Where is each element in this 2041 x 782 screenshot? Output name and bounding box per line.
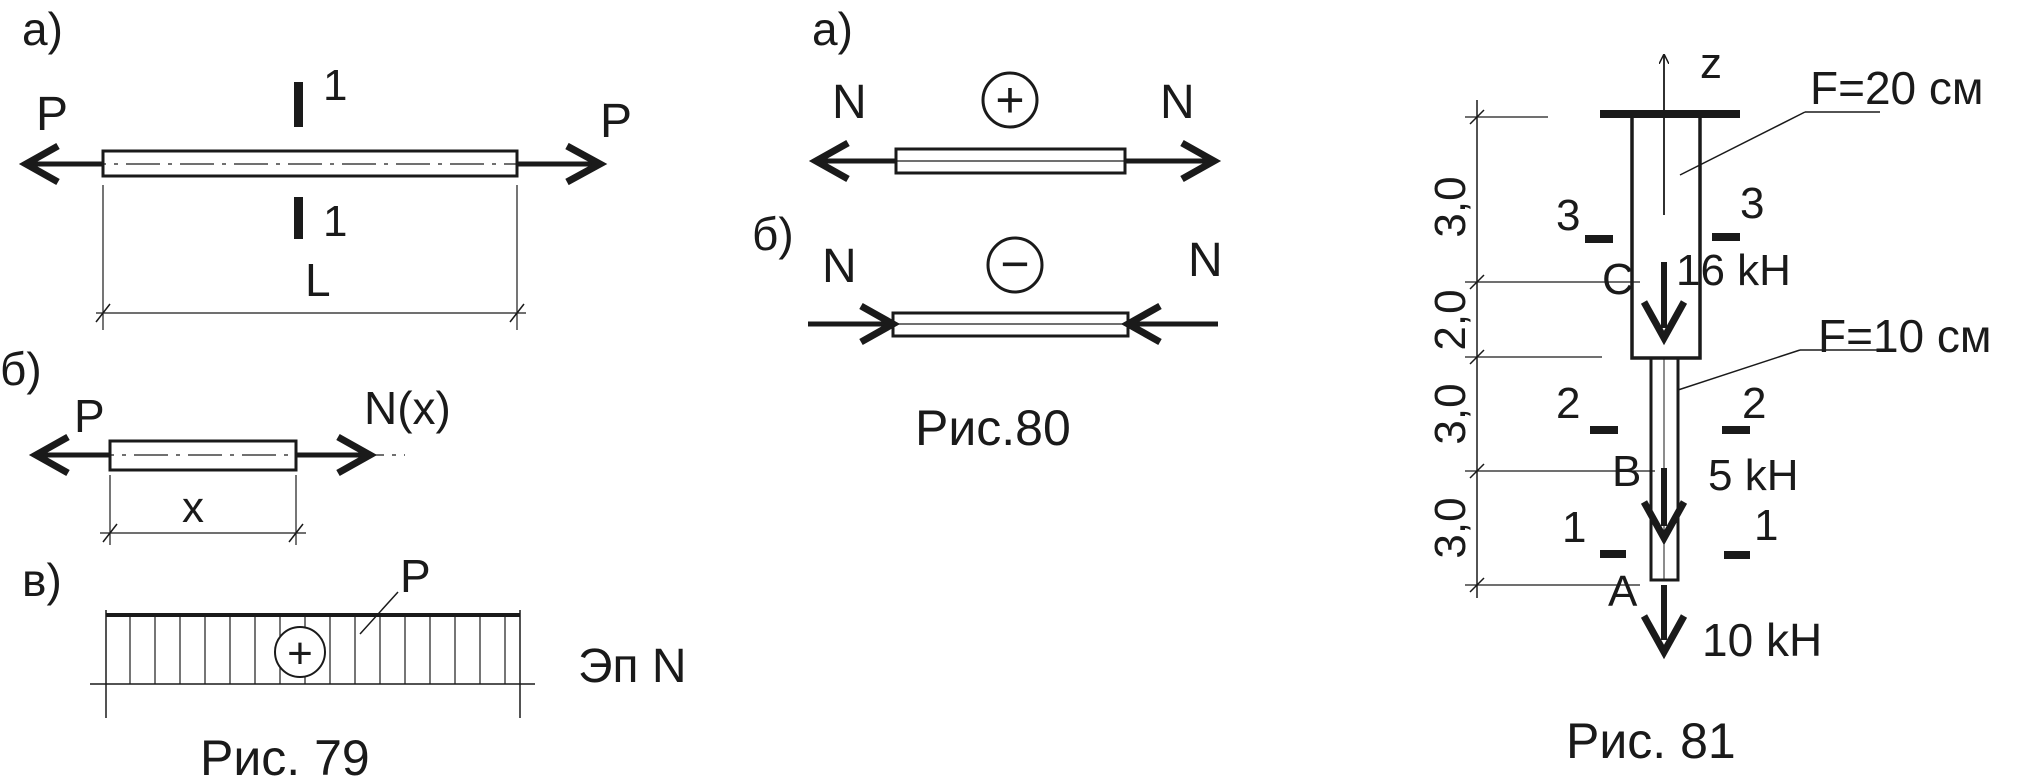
fig79-a-section-label-bottom: 1: [323, 197, 347, 246]
fig81-load-b-label: 5 kH: [1708, 451, 1798, 500]
fig79-panel-b: б) P N(x) x: [0, 343, 451, 545]
fig79-a-dimension-tick-left: [95, 303, 111, 323]
fig81-load-a-arrow: [1640, 585, 1688, 660]
fig79-v-sign: +: [287, 629, 313, 678]
fig79-a-arrow-left: [18, 142, 103, 186]
fig79-panel-a: а) P P 1 1 L: [18, 3, 632, 330]
fig79-v-diagram-title: Эп N: [578, 640, 687, 693]
fig80-caption: Рис.80: [915, 400, 1071, 456]
fig81-area-top-leader: [1679, 111, 1806, 176]
fig81-dimension-label-3: 3,0: [1426, 383, 1475, 444]
fig80-a-force-right-label: N: [1160, 76, 1195, 129]
fig79-a-length-label: L: [305, 254, 331, 306]
fig81-load-b-arrow: [1640, 468, 1688, 546]
fig81-section-2-left-mark: [1590, 426, 1618, 434]
fig81-section-3-left-label: 3: [1556, 191, 1580, 240]
fig81-point-a-label: A: [1608, 567, 1638, 616]
fig81-section-1-left-label: 1: [1562, 503, 1586, 552]
fig79-panel-v: в) + P Эп N: [22, 550, 687, 718]
fig81-dim-tick-4: [1469, 577, 1485, 593]
fig80-b-sign: −: [1000, 236, 1029, 292]
fig81-section-1-right-mark: [1724, 551, 1750, 559]
fig81-area-bottom-leader: [1677, 349, 1801, 391]
fig79-b-arrow-right: [296, 433, 378, 477]
fig79-b-dimension-tick-left: [102, 523, 118, 543]
fig81-dim-tick-0: [1469, 109, 1485, 125]
fig81-dim-tick-2: [1469, 349, 1485, 365]
fig79-v-leader-label: P: [400, 550, 431, 602]
fig80-b-force-left-label: N: [822, 240, 857, 293]
fig79-b-force-left-label: P: [74, 390, 105, 442]
fig81: z F=20 см F=10 см 3,0 2,0 3,0 3,0: [1426, 39, 1992, 769]
fig80-panel-b: − N N: [808, 234, 1223, 346]
fig80-a-force-left-label: N: [832, 76, 867, 129]
fig81-section-1-left-mark: [1600, 550, 1626, 558]
fig79-b-label: б): [0, 343, 42, 395]
fig79-v-sign-circle: [274, 626, 326, 678]
fig80-a-sign-circle: [981, 71, 1039, 129]
fig81-dimension-label-4: 3,0: [1426, 497, 1475, 558]
fig80-b-sign-circle: [986, 236, 1044, 294]
fig79-a-force-left-label: P: [36, 88, 68, 141]
fig79-v-leader-line: [359, 591, 399, 635]
fig80-a-arrow-left: [808, 139, 896, 183]
fig81-z-label: z: [1700, 39, 1722, 88]
fig81-dimension-label-2: 2,0: [1426, 289, 1475, 350]
fig80-b-arrow-right: [1120, 302, 1218, 346]
fig79-a-section-mark-bottom: [294, 197, 303, 239]
fig80: а) б) + N N − N N: [752, 3, 1223, 456]
fig81-section-1-right-label: 1: [1754, 501, 1778, 550]
fig81-dimension-label-1: 3,0: [1426, 176, 1475, 237]
fig81-section-3-left-mark: [1585, 235, 1613, 243]
fig81-section-3-right-mark: [1712, 233, 1740, 241]
fig79: а) P P 1 1 L б): [0, 3, 687, 782]
fig80-a-arrow-right: [1125, 139, 1222, 183]
fig81-load-a-label: 10 kH: [1702, 614, 1822, 666]
fig81-section-3-right-label: 3: [1740, 179, 1764, 228]
fig81-dim-tick-1: [1469, 274, 1485, 290]
fig80-b-label: б): [752, 208, 794, 260]
fig81-load-c-arrow: [1640, 262, 1688, 346]
fig79-a-force-right-label: P: [600, 95, 632, 148]
fig79-v-label: в): [22, 554, 62, 606]
fig81-dim-tick-3: [1469, 463, 1485, 479]
fig79-a-section-mark-top: [294, 82, 303, 127]
fig81-area-top-label: F=20 см: [1810, 62, 1984, 114]
fig81-caption: Рис. 81: [1566, 713, 1736, 769]
fig80-b-arrow-left: [808, 302, 901, 346]
fig81-section-2-right-label: 2: [1742, 379, 1766, 428]
fig81-area-bottom-label: F=10 см: [1818, 310, 1992, 362]
fig79-a-section-label-top: 1: [323, 61, 347, 110]
fig81-point-c-label: C: [1602, 255, 1634, 304]
fig80-a-label: а): [812, 3, 853, 55]
fig79-b-dimension-tick-right: [288, 523, 304, 543]
fig79-a-dimension-tick-right: [509, 303, 525, 323]
fig79-caption: Рис. 79: [200, 730, 370, 782]
fig81-load-c-label: 16 kH: [1676, 246, 1791, 295]
fig79-a-label: а): [22, 3, 63, 55]
fig79-a-arrow-right: [517, 142, 608, 186]
fig80-panel-a: + N N: [808, 71, 1222, 183]
fig79-b-arrow-left: [28, 433, 110, 477]
fig79-b-dimension-label: x: [182, 483, 204, 532]
fig81-section-2-right-mark: [1722, 426, 1750, 434]
fig80-b-force-right-label: N: [1188, 234, 1223, 287]
fig80-a-sign: +: [995, 72, 1024, 128]
fig79-b-force-right-label: N(x): [364, 382, 451, 434]
fig81-point-b-label: B: [1612, 447, 1641, 496]
fig81-section-2-left-label: 2: [1556, 379, 1580, 428]
